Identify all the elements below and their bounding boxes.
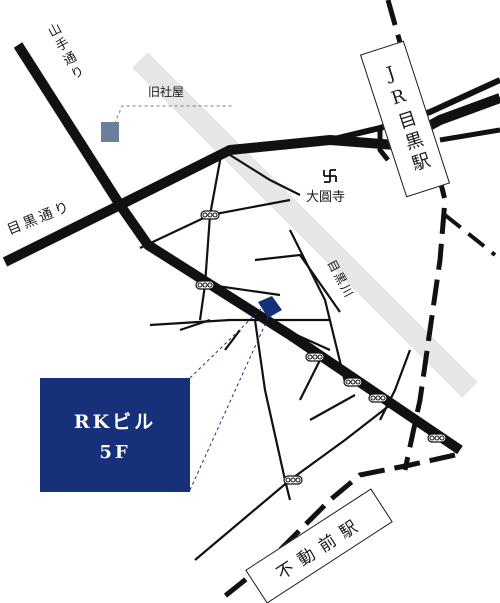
traffic-signal-icon: [305, 352, 325, 362]
daienji-label: 大圓寺: [306, 190, 346, 205]
building-floor: 5F: [99, 442, 131, 463]
meguro-river: [132, 52, 478, 398]
traffic-signals: [195, 210, 447, 485]
traffic-signal-icon: [195, 280, 215, 290]
old-office-leader: [109, 105, 232, 136]
traffic-signal-icon: [283, 475, 303, 485]
traffic-signal-icon: [368, 393, 388, 403]
traffic-signal-icon: [427, 433, 447, 443]
rk-building-marker: [258, 296, 282, 318]
old-office-label: 旧社屋: [148, 85, 185, 99]
rk-building-callout: RKビル 5F: [40, 378, 190, 492]
minor-streets: [139, 149, 412, 561]
road-to-station: [377, 128, 390, 162]
traffic-signal-icon: [200, 210, 220, 220]
road-east: [439, 127, 500, 143]
yamate-dori-road: [13, 42, 463, 455]
traffic-signal-icon: [343, 377, 363, 387]
rk-building-leader: [189, 307, 269, 491]
building-name: RKビル: [73, 411, 157, 433]
manji-icon: [323, 169, 337, 183]
old-office-marker: [101, 122, 119, 142]
rail-branch: [443, 213, 497, 257]
